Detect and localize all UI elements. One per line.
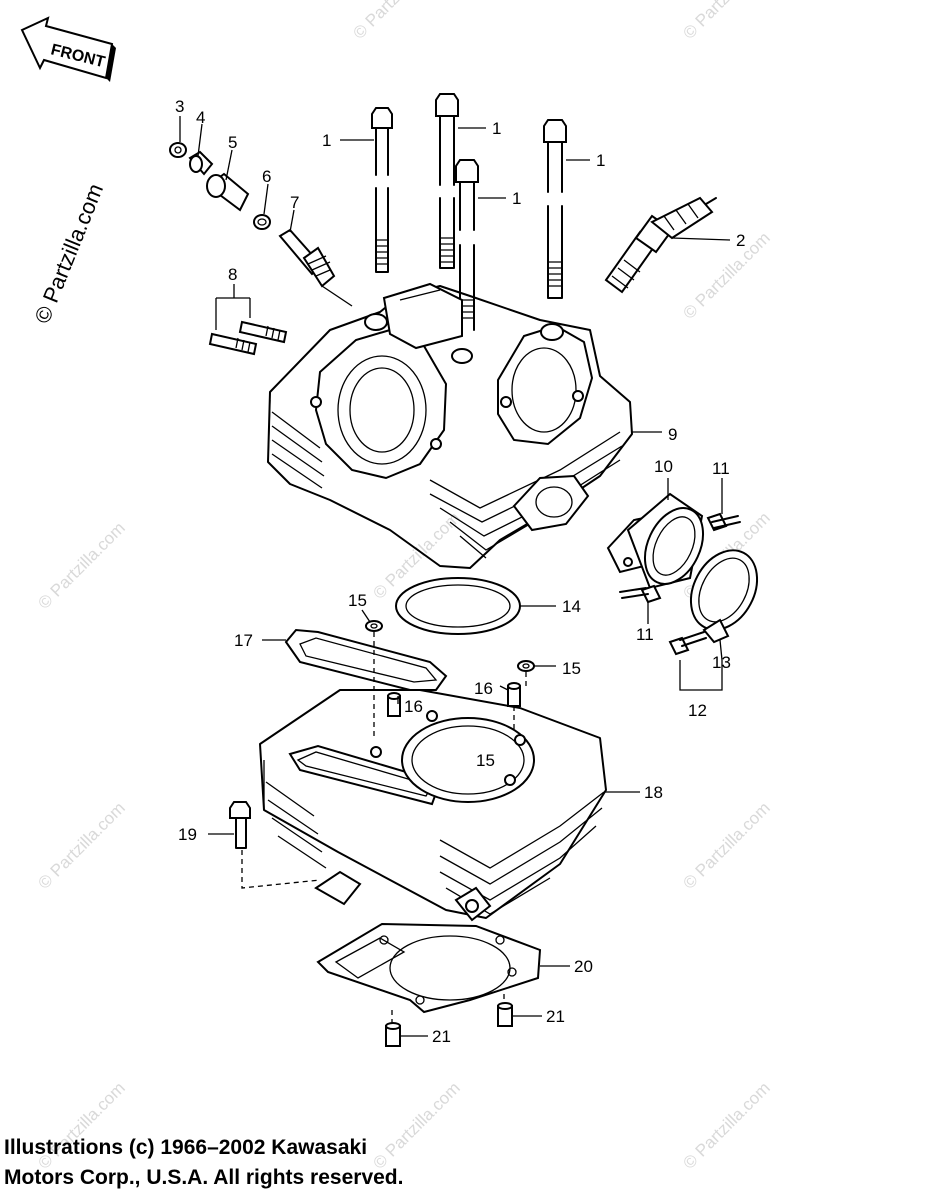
copyright-notice: Illustrations (c) 1966–2002 Kawasaki Mot…	[4, 1133, 524, 1193]
cylinder-head	[267, 282, 662, 569]
watermark: © Partzilla.com	[34, 518, 128, 612]
copyright-line-1: Illustrations (c) 1966–2002 Kawasaki	[4, 1136, 368, 1159]
flange-screws	[619, 478, 741, 691]
cylinder	[259, 689, 640, 922]
callout-7: 7	[290, 193, 299, 212]
callout-15b: 15	[562, 659, 581, 678]
callout-15c: 15	[476, 751, 495, 770]
cylinder-bolt	[208, 801, 251, 849]
leader-lines	[179, 116, 731, 704]
small-parts	[169, 142, 353, 307]
intake-pipe	[606, 478, 705, 590]
spark-plug	[604, 196, 717, 294]
callout-8: 8	[228, 265, 237, 284]
hose-clamp	[689, 549, 759, 661]
base-dowels	[385, 1002, 542, 1047]
callout-20: 20	[574, 957, 593, 976]
callout-2: 2	[736, 231, 745, 250]
callout-3: 3	[175, 97, 184, 116]
dowel-studs	[208, 320, 288, 356]
callout-labels: 1 1 1 1 2 3 4 5 6 7 8 9 10 11 11 12 13 1…	[175, 97, 745, 1046]
watermark: © Partzilla.com	[34, 798, 128, 892]
callout-16a: 16	[474, 679, 493, 698]
callout-11b: 11	[636, 625, 654, 644]
callout-9: 9	[668, 425, 677, 444]
base-gasket	[316, 922, 570, 1014]
callout-17: 17	[234, 631, 253, 650]
o-ring	[395, 577, 556, 635]
callout-5: 5	[228, 133, 237, 152]
front-arrow: FRONT	[20, 16, 116, 82]
callout-21a: 21	[432, 1027, 451, 1046]
watermark: © Partzilla.com	[679, 228, 773, 322]
callout-1b: 1	[492, 119, 501, 138]
callout-11a: 11	[712, 459, 730, 478]
callout-19: 19	[178, 825, 197, 844]
callout-10: 10	[654, 457, 673, 476]
callout-13: 13	[712, 653, 731, 672]
callout-16b: 16	[404, 697, 423, 716]
callout-6: 6	[262, 167, 271, 186]
callout-18: 18	[644, 783, 663, 802]
callout-1a: 1	[322, 131, 331, 150]
watermark: © Partzilla.com	[349, 0, 443, 43]
side-gasket	[262, 628, 448, 691]
callout-1c: 1	[512, 189, 521, 208]
callout-4: 4	[196, 108, 205, 127]
watermark: © Partzilla.com	[679, 798, 773, 892]
callout-1d: 1	[596, 151, 605, 170]
callout-12: 12	[688, 701, 707, 720]
copyright-line-2: Motors Corp., U.S.A. All rights reserved…	[4, 1166, 404, 1189]
watermark: © Partzilla.com	[679, 0, 773, 43]
watermark: © Partzilla.com	[679, 1078, 773, 1172]
side-watermark: © Partzilla.com	[29, 180, 108, 327]
callout-15a: 15	[348, 591, 367, 610]
callout-21b: 21	[546, 1007, 565, 1026]
callout-14: 14	[562, 597, 581, 616]
